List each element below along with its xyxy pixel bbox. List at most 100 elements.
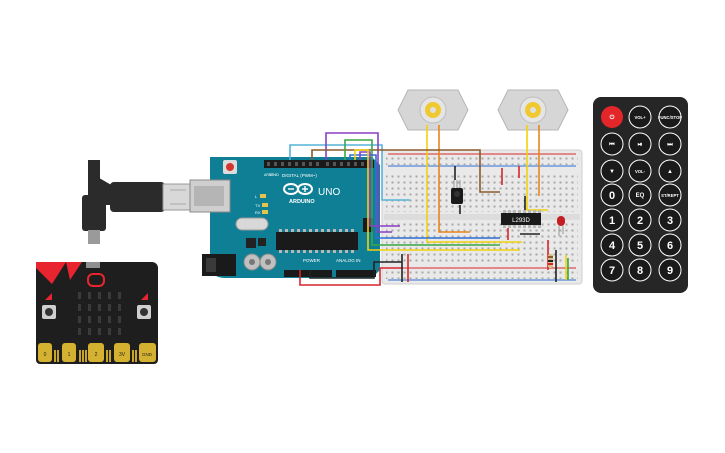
wire-yellow[interactable] <box>426 125 522 243</box>
microbit-pin-label: 3V <box>119 352 126 358</box>
dc-motor-right[interactable] <box>497 89 569 131</box>
usb-connector <box>110 182 165 212</box>
arduino-analog-header[interactable] <box>336 270 376 277</box>
remote-key-7[interactable] <box>600 258 624 282</box>
remote-key-power[interactable] <box>601 106 623 128</box>
remote-key-label: EQ <box>636 193 645 199</box>
breadboard-center-channel <box>384 214 580 220</box>
remote-key-label: VOL- <box>635 169 646 174</box>
remote-key-eq[interactable] <box>628 183 652 207</box>
remote-key-label: FUNC/STOP <box>658 115 682 120</box>
remote-key-label: ⏻ <box>610 114 615 121</box>
microbit-pin-gnd[interactable] <box>139 343 156 362</box>
resistor[interactable] <box>548 254 553 268</box>
chip-label: L293D <box>512 218 530 224</box>
wire-red[interactable] <box>299 267 402 286</box>
remote-key-up[interactable] <box>658 159 682 183</box>
wire-black[interactable] <box>309 261 402 279</box>
microbit-pin-3v[interactable] <box>114 343 130 362</box>
wire-yellow[interactable] <box>354 149 520 251</box>
remote-key-vol-up[interactable] <box>628 105 652 129</box>
wire-green[interactable] <box>344 139 500 246</box>
microbit-usb-port <box>86 262 100 268</box>
remote-key-down[interactable] <box>600 159 624 183</box>
usb-plug-tip <box>88 230 100 244</box>
wire-brown[interactable] <box>311 149 500 193</box>
breadboard-holes-rail-top <box>386 156 578 165</box>
remote-key-2[interactable] <box>628 208 652 232</box>
wire-cyan[interactable] <box>289 144 410 201</box>
breadboard-holes-lower <box>386 222 578 264</box>
arduino-gnd-label: GND <box>270 172 279 177</box>
microbit-logo <box>87 273 105 287</box>
remote-key-label: ⏭ <box>667 142 673 148</box>
remote-key-6[interactable] <box>658 233 682 257</box>
microbit-edge-connector <box>38 343 156 362</box>
microbit-board <box>36 262 158 364</box>
arduino-power-header[interactable] <box>284 270 332 277</box>
remote-key-prev[interactable] <box>600 132 624 156</box>
arduino-crystal <box>235 217 269 231</box>
arduino-uno[interactable]: DIGITAL (PWM~) GND AREF ARDUINO UNO L TX… <box>189 157 380 278</box>
remote-key-label: ▼ <box>609 169 615 175</box>
remote-key-4[interactable] <box>600 233 624 257</box>
microbit-pin-1[interactable] <box>62 343 76 362</box>
breadboard-holes-rail-bottom <box>386 270 578 279</box>
wire-purple[interactable] <box>325 132 392 233</box>
microbit-pin-label: 2 <box>95 352 98 358</box>
remote-key-label: ST/REPT <box>661 193 679 198</box>
remote-key-label: 1 <box>609 215 615 227</box>
microbit-pin-2[interactable] <box>88 343 104 362</box>
arduino-analog-label: ANALOG IN <box>336 258 361 263</box>
remote-key-label: 0 <box>609 190 615 202</box>
remote-key-0[interactable] <box>600 183 624 207</box>
remote-key-label: 8 <box>637 265 643 277</box>
microbit-led-matrix <box>78 292 121 335</box>
remote-key-label: ▲ <box>667 169 673 175</box>
arduino-tx-label: TX <box>255 203 260 208</box>
wire-orange[interactable] <box>438 125 470 233</box>
remote-key-label: 2 <box>637 215 643 227</box>
microbit-pin-label: GND <box>142 352 153 357</box>
microbit[interactable]: 0 1 2 3V GND <box>36 160 192 364</box>
remote-key-8[interactable] <box>628 258 652 282</box>
arduino-l-label: L <box>255 194 258 199</box>
red-led[interactable] <box>557 216 565 236</box>
remote-key-vol-down[interactable] <box>628 159 652 183</box>
remote-key-label: 7 <box>609 265 615 277</box>
remote-key-label: VOL+ <box>634 115 646 120</box>
remote-key-label: ⏯ <box>638 142 643 148</box>
remote-key-label: 5 <box>637 240 643 252</box>
arduino-model-label: UNO <box>318 187 340 198</box>
arduino-power-label: POWER <box>303 258 321 263</box>
remote-key-9[interactable] <box>658 258 682 282</box>
arduino-logo <box>283 183 313 195</box>
remote-key-1[interactable] <box>600 208 624 232</box>
arduino-digital-label: DIGITAL (PWM~) <box>282 173 317 178</box>
wire-purple[interactable] <box>359 151 400 227</box>
remote-key-st-rept[interactable] <box>658 183 682 207</box>
remote-key-play-pause[interactable] <box>628 132 652 156</box>
arduino-atmega-chip <box>276 232 358 250</box>
l293d-chip[interactable]: L293D <box>501 210 541 228</box>
remote-key-label: 4 <box>609 240 616 252</box>
arduino-rx-label: RX <box>255 210 261 215</box>
microbit-pin-0[interactable] <box>38 343 52 362</box>
wire-blue[interactable] <box>349 154 500 239</box>
remote-key-label: 3 <box>667 215 673 227</box>
remote-key-label: 9 <box>667 265 673 277</box>
usb-a-metal <box>162 183 192 211</box>
remote-key-func-stop[interactable] <box>658 105 682 129</box>
dc-motor-left[interactable] <box>397 89 469 131</box>
arduino-aref-label: AREF <box>264 173 273 177</box>
remote-key-3[interactable] <box>658 208 682 232</box>
remote-key-next[interactable] <box>658 132 682 156</box>
microbit-pin-label: 0 <box>44 352 47 358</box>
ir-receiver[interactable] <box>451 180 463 204</box>
arduino-brand-label: ARDUINO <box>289 199 315 205</box>
remote-key-5[interactable] <box>628 233 652 257</box>
remote-key-label: ⏮ <box>609 142 615 148</box>
